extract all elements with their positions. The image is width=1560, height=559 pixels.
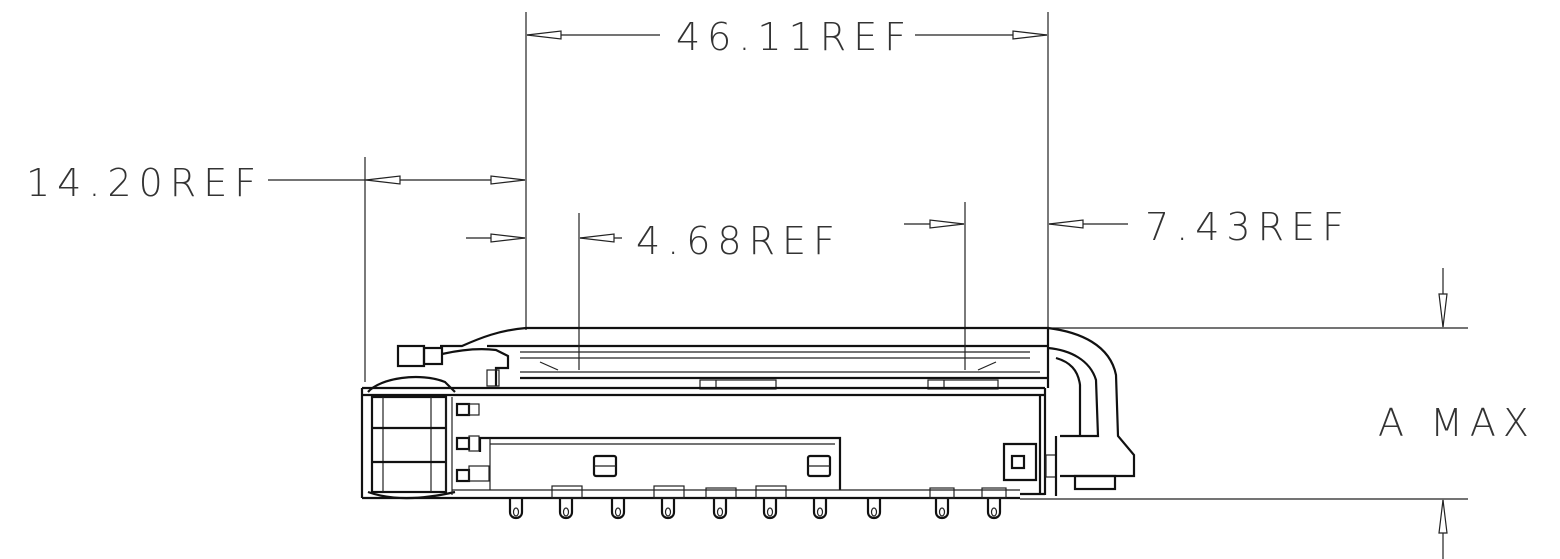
connector-cage-outline — [360, 326, 1136, 520]
bottom-tabs — [551, 485, 1007, 499]
press-fit-pins — [508, 498, 1002, 520]
height-label: A MAX — [1378, 401, 1536, 445]
dimension-lines — [268, 12, 1468, 559]
left-overhang-label: 14.20REF — [26, 161, 263, 205]
inner-span-label: 4.68REF — [636, 219, 842, 263]
overall-length-label: 46.11REF — [676, 15, 913, 59]
right-offset-label: 7.43REF — [1145, 205, 1351, 249]
